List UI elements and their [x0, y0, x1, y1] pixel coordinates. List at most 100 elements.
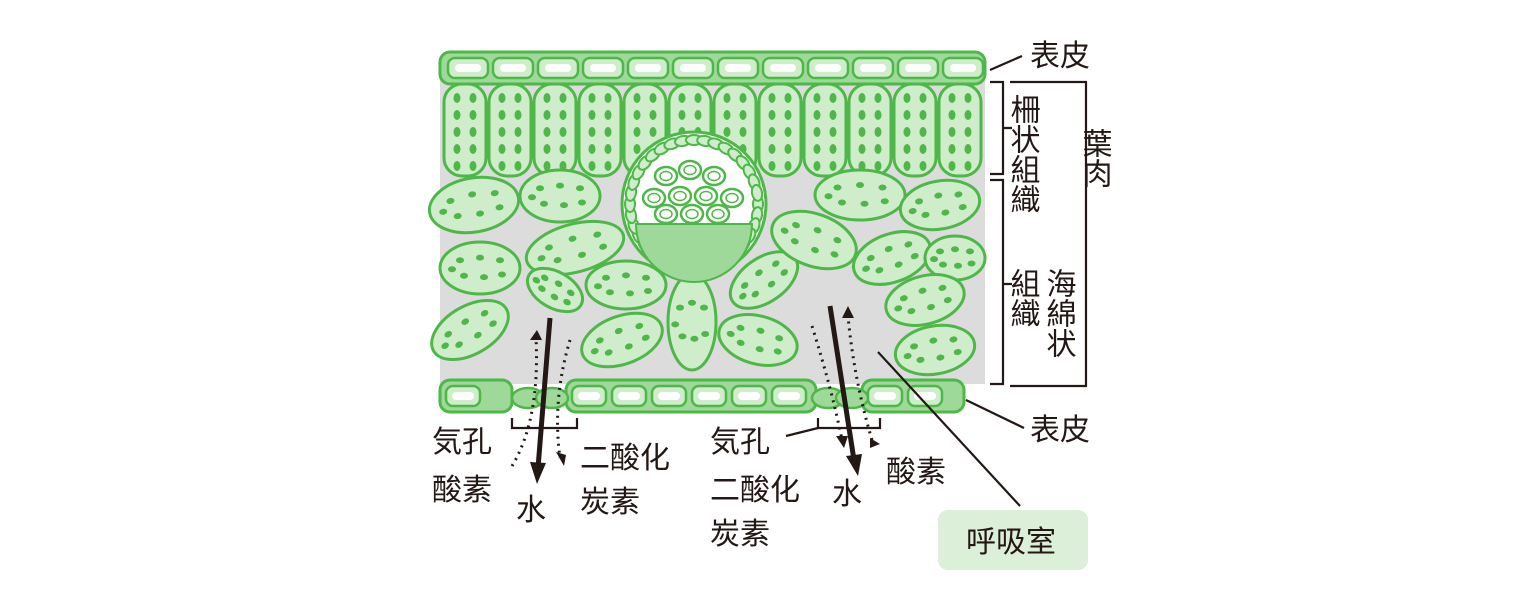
chloroplast — [966, 248, 974, 254]
xylem-vessel — [669, 187, 691, 205]
chloroplast — [622, 272, 630, 278]
chloroplast — [949, 144, 956, 154]
chloroplast — [724, 127, 731, 137]
chloroplast — [814, 127, 821, 137]
chloroplast — [454, 93, 461, 103]
epidermis-cell-lumen — [725, 64, 751, 72]
spongy-cell — [440, 242, 520, 294]
epidermis-cell-lumen — [815, 64, 841, 72]
chloroplast — [700, 305, 708, 311]
chloroplast — [875, 93, 882, 103]
chloroplast — [605, 127, 612, 137]
chloroplast — [814, 161, 821, 171]
chloroplast — [515, 110, 522, 120]
chloroplast — [470, 127, 477, 137]
chloroplast — [939, 262, 947, 268]
epidermis-cell-lumen — [578, 392, 600, 400]
epidermis-cell-lumen — [698, 392, 720, 400]
chloroplast — [859, 127, 866, 137]
chloroplast — [498, 272, 506, 278]
chloroplast — [454, 144, 461, 154]
chloroplast — [470, 93, 477, 103]
chloroplast — [875, 110, 882, 120]
epidermis-cell-lumen — [590, 64, 616, 72]
chloroplast — [454, 110, 461, 120]
chloroplast — [679, 110, 686, 120]
chloroplast — [642, 275, 650, 281]
epidermis-cell-lumen — [452, 392, 474, 400]
chloroplast — [859, 144, 866, 154]
chloroplast — [634, 127, 641, 137]
chloroplast — [856, 182, 864, 188]
chloroplast — [499, 93, 506, 103]
chloroplast — [560, 202, 568, 208]
chloroplast — [769, 127, 776, 137]
chloroplast — [965, 144, 972, 154]
chloroplast — [724, 93, 731, 103]
epidermis-cell-lumen — [770, 64, 796, 72]
chloroplast — [536, 185, 544, 191]
chloroplast — [540, 201, 548, 207]
chloroplast — [499, 127, 506, 137]
xylem-vessel — [703, 167, 725, 185]
chloroplast — [634, 110, 641, 120]
palisade-cell — [444, 84, 486, 176]
chloroplast — [825, 193, 833, 199]
chloroplast — [785, 93, 792, 103]
label-water-left: 水 — [516, 493, 546, 528]
spongy-cell — [520, 170, 600, 222]
xylem-vessel — [643, 189, 665, 207]
chloroplast — [904, 161, 911, 171]
chloroplast — [830, 161, 837, 171]
chloroplast — [589, 110, 596, 120]
chloroplast — [470, 144, 477, 154]
chloroplast — [679, 93, 686, 103]
upper-epidermis — [440, 52, 985, 84]
palisade-cell — [489, 84, 531, 176]
chloroplast — [881, 198, 889, 204]
chloroplast — [556, 183, 564, 189]
palisade-cell — [894, 84, 936, 176]
chloroplast — [499, 161, 506, 171]
chloroplast — [544, 127, 551, 137]
label-respiratory-chamber: 呼吸室 — [966, 525, 1056, 560]
chloroplast — [904, 127, 911, 137]
epidermis-cell-lumen — [738, 392, 760, 400]
chloroplast — [456, 257, 464, 263]
chloroplast — [515, 144, 522, 154]
chloroplast — [560, 93, 567, 103]
chloroplast — [515, 161, 522, 171]
chloroplast — [769, 93, 776, 103]
label-palisade-tissue: 柵状組織 — [1005, 94, 1041, 214]
label-epidermis-lower: 表皮 — [1030, 413, 1090, 448]
chloroplast — [695, 93, 702, 103]
chloroplast — [965, 93, 972, 103]
epidermis-cell-lumen — [874, 392, 896, 400]
chloroplast — [634, 144, 641, 154]
chloroplast — [949, 161, 956, 171]
chloroplast — [936, 248, 944, 254]
chloroplast — [594, 283, 602, 289]
chloroplast — [671, 321, 679, 327]
chloroplast — [965, 127, 972, 137]
chloroplast — [528, 194, 536, 200]
chloroplast — [589, 127, 596, 137]
chloroplast — [515, 127, 522, 137]
chloroplast — [830, 110, 837, 120]
chloroplast — [769, 144, 776, 154]
chloroplast — [875, 161, 882, 171]
chloroplast — [954, 263, 962, 269]
chloroplast — [930, 256, 938, 262]
chloroplast — [740, 93, 747, 103]
label-epidermis-upper: 表皮 — [1030, 39, 1090, 74]
xylem-vessel — [695, 187, 717, 205]
chloroplast — [602, 275, 610, 281]
spongy-cell — [586, 261, 666, 309]
label-oxygen-left: 酸素 — [432, 473, 492, 508]
label-co2-left: 二酸化炭素 — [580, 441, 670, 520]
chloroplast — [838, 200, 846, 206]
chloroplast — [875, 144, 882, 154]
chloroplast — [544, 144, 551, 154]
chloroplast — [589, 93, 596, 103]
